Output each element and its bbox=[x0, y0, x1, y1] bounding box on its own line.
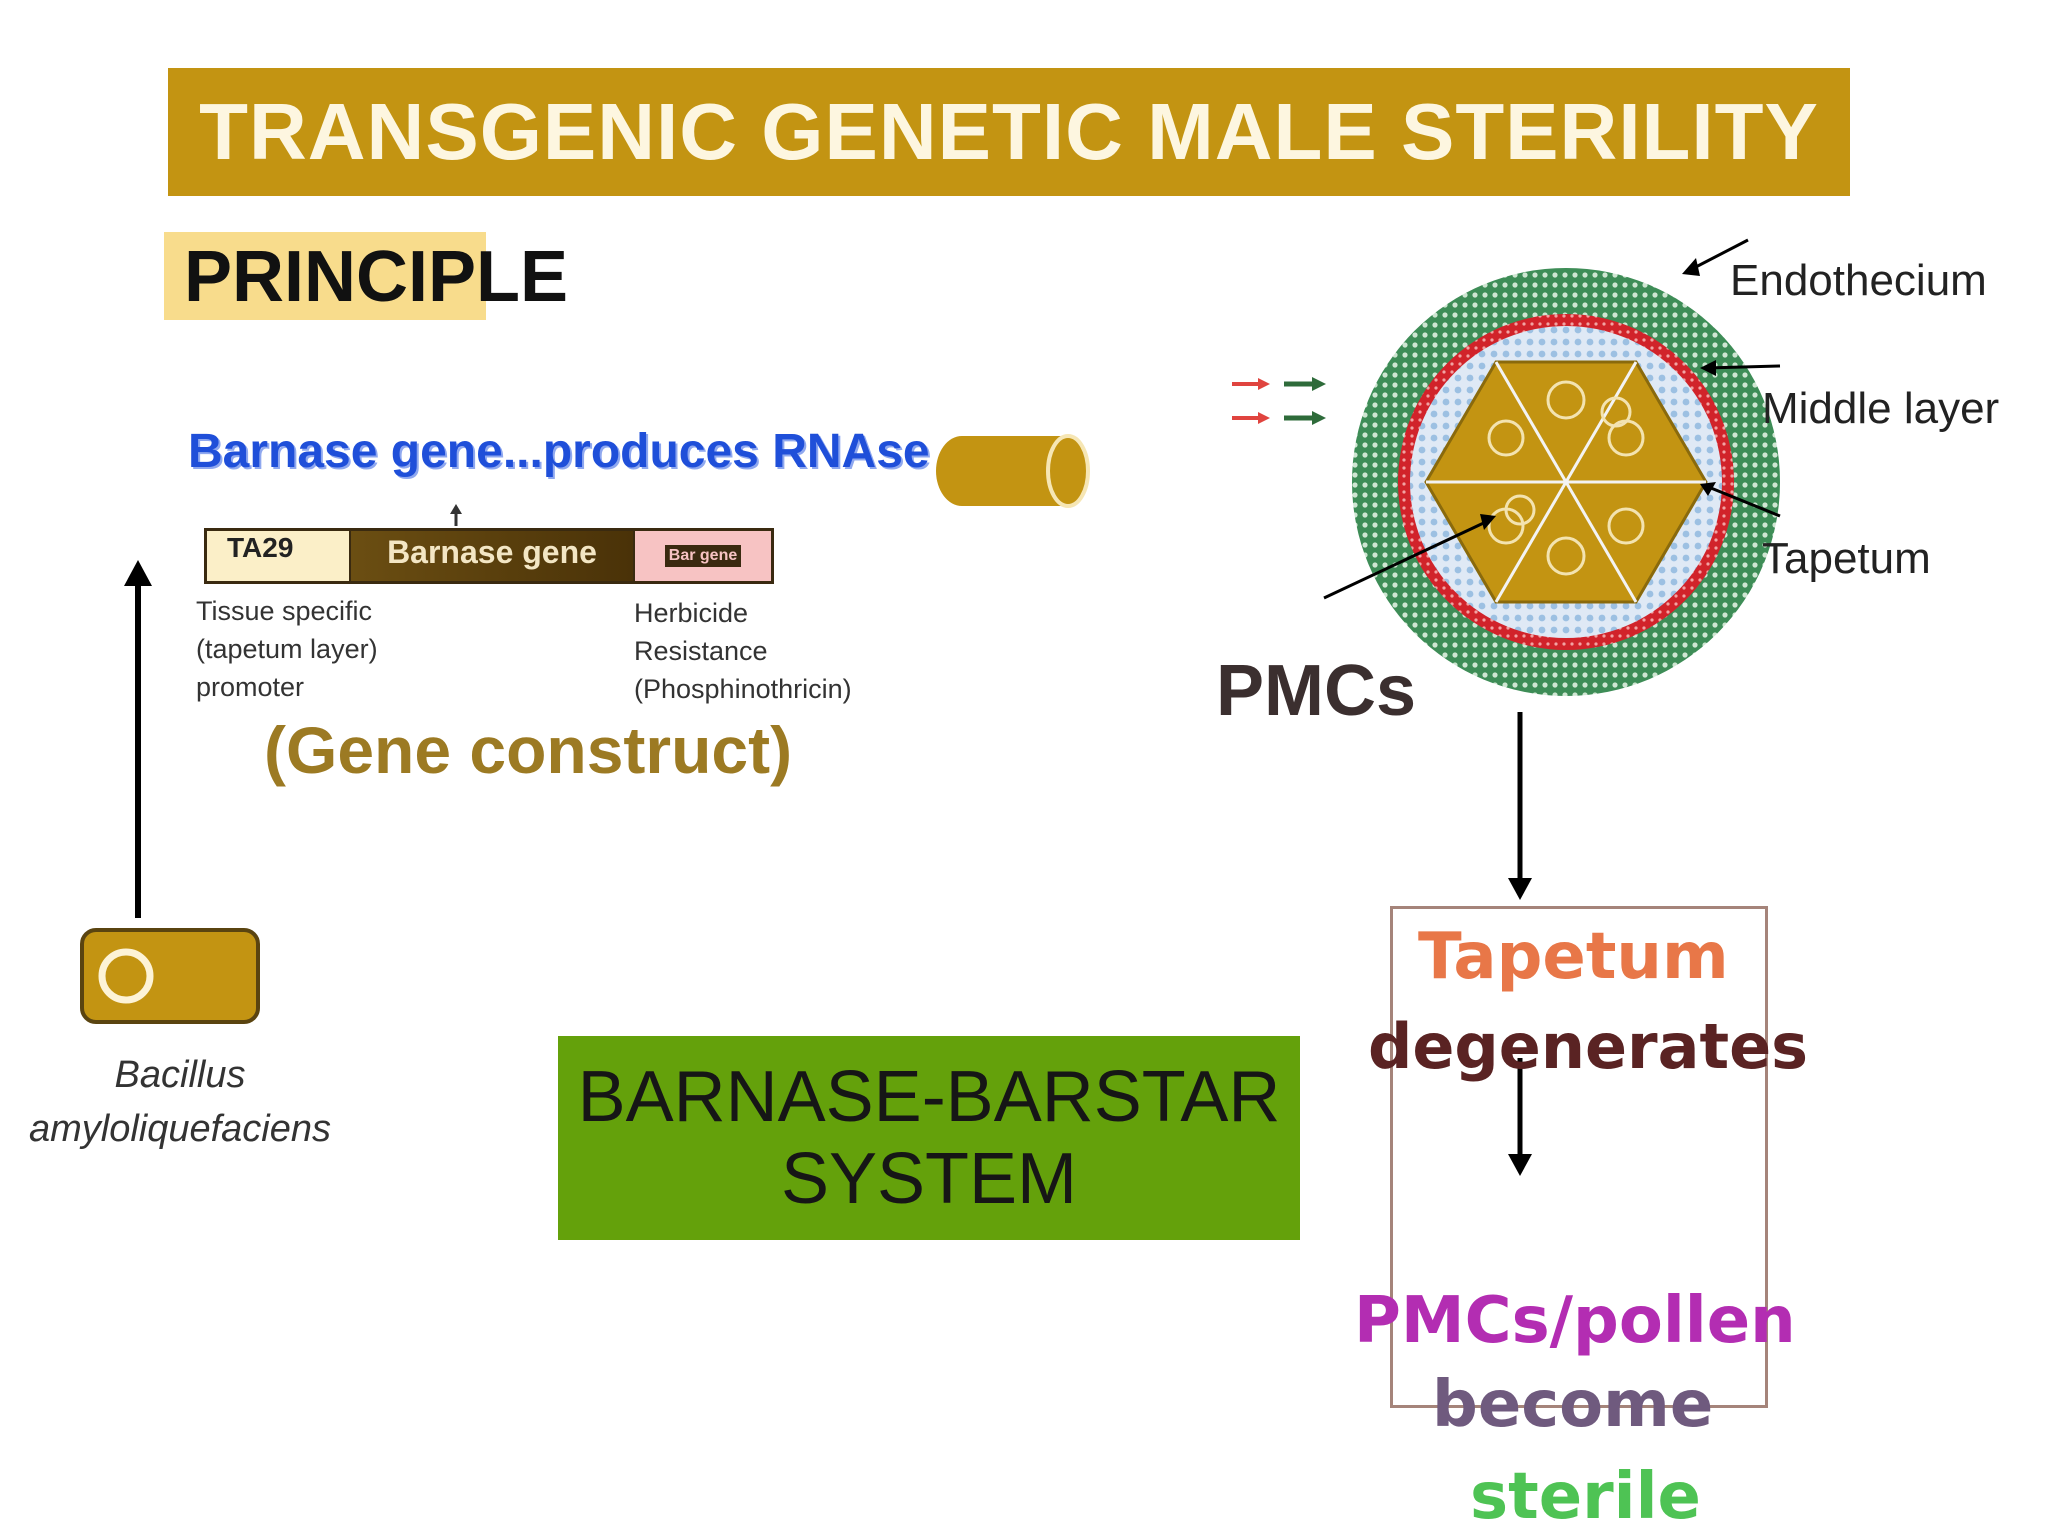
pointer-arrow-icon bbox=[450, 504, 462, 526]
arrow-down-icon bbox=[1508, 712, 1532, 900]
arrow-down-icon bbox=[1508, 1058, 1532, 1176]
promoter-caption-line: (tapetum layer) bbox=[196, 634, 378, 664]
source-organism-label: Bacillus amyloliquefaciens bbox=[10, 1048, 350, 1156]
outcome-become: become bbox=[1432, 1368, 1714, 1442]
promoter-caption-line: Tissue specific bbox=[196, 596, 373, 626]
endothecium-label: Endothecium bbox=[1730, 256, 1987, 305]
cylinder-icon bbox=[936, 434, 1090, 508]
promoter-segment: TA29 bbox=[207, 531, 351, 581]
outcome-box bbox=[1390, 906, 1768, 1408]
tapetum-label: Tapetum bbox=[1762, 534, 1931, 583]
middle-layer-label: Middle layer bbox=[1762, 384, 2000, 433]
outcome-pmcs-pollen: PMCs/pollen bbox=[1354, 1284, 1796, 1358]
leader-lines bbox=[1323, 238, 1781, 600]
outcome-sterile: sterile bbox=[1470, 1460, 1701, 1534]
input-arrows-icon bbox=[1232, 377, 1326, 425]
outcome-degenerates: degenerates bbox=[1368, 1010, 1809, 1083]
pmc-nuclei bbox=[1487, 380, 1645, 576]
marker-caption-line: (Phosphinothricin) bbox=[634, 674, 852, 704]
marker-caption: Herbicide Resistance (Phosphinothricin) bbox=[634, 594, 852, 708]
organism-species: amyloliquefaciens bbox=[28, 1108, 332, 1150]
barnase-statement: Barnase gene...produces RNAse bbox=[188, 425, 930, 478]
promoter-caption-line: promoter bbox=[196, 672, 305, 702]
outcome-tapetum: Tapetum bbox=[1418, 920, 1729, 994]
gene-construct-label: (Gene construct) bbox=[264, 713, 793, 787]
principle-heading: PRINCIPLE bbox=[184, 237, 569, 317]
marker-caption-line: Resistance bbox=[634, 636, 768, 666]
barnase-gene-segment: Barnase gene bbox=[351, 531, 633, 581]
bar-gene-segment: Bar gene bbox=[633, 531, 771, 581]
system-label-line: SYSTEM bbox=[780, 1139, 1078, 1219]
promoter-caption: Tissue specific (tapetum layer) promoter bbox=[196, 592, 378, 706]
pmcs-label: PMCs bbox=[1216, 651, 1417, 731]
marker-caption-line: Herbicide bbox=[634, 598, 749, 628]
system-box: BARNASE-BARSTAR SYSTEM bbox=[558, 1036, 1300, 1240]
system-label-line: BARNASE-BARSTAR bbox=[577, 1057, 1281, 1137]
pmc-dividers bbox=[1426, 361, 1706, 603]
arrow-up-icon bbox=[124, 560, 152, 918]
principle-highlight bbox=[164, 232, 486, 320]
bacterium-icon bbox=[80, 928, 260, 1024]
system-label: BARNASE-BARSTAR SYSTEM bbox=[578, 1056, 1281, 1220]
bar-gene-label: Bar gene bbox=[664, 545, 742, 567]
slide-title: TRANSGENIC GENETIC MALE STERILITY bbox=[199, 87, 1819, 176]
organism-genus: Bacillus bbox=[114, 1054, 246, 1096]
anther-cross-section bbox=[1352, 268, 1780, 696]
title-banner: TRANSGENIC GENETIC MALE STERILITY bbox=[168, 68, 1850, 196]
gene-construct-diagram: TA29 Barnase gene Bar gene bbox=[204, 528, 774, 584]
